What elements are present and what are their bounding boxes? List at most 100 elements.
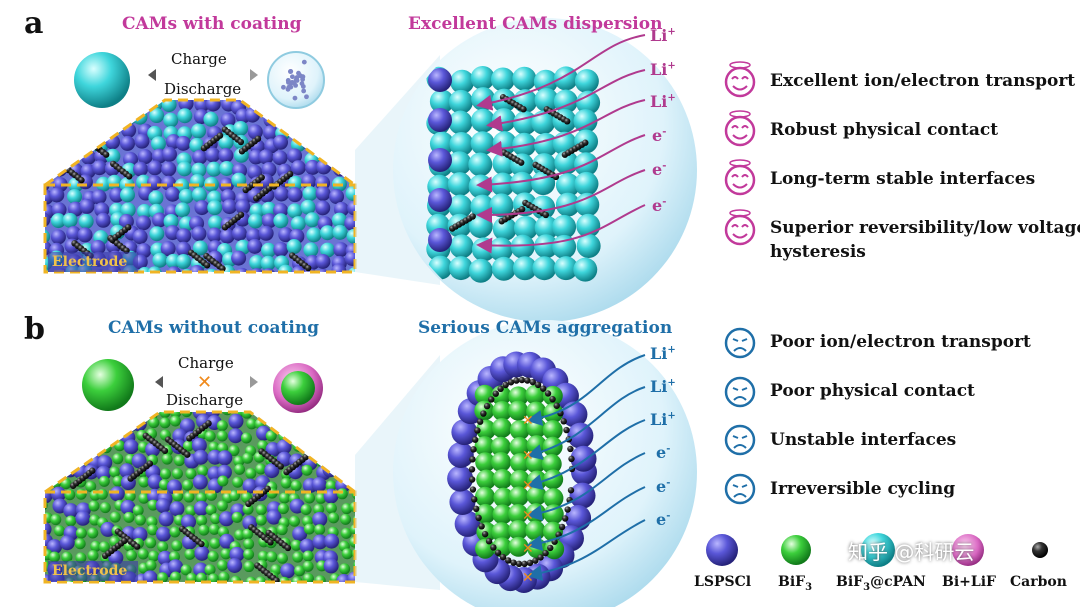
electrode-particle (148, 550, 160, 562)
electrode-particle (67, 201, 83, 217)
electrode-particle (81, 134, 97, 150)
smile-icon (724, 159, 756, 196)
e-path-b-1 (526, 452, 646, 521)
electrode-particle (241, 452, 253, 464)
ion-a-2: Li+ (650, 60, 676, 79)
electrode-particle (191, 187, 207, 203)
electrode-particle (194, 200, 210, 216)
electrode-particle (218, 134, 234, 150)
electrode-particle (109, 511, 121, 523)
panel-a-letter: a (24, 6, 44, 41)
electrode-particle (85, 480, 97, 492)
electrode-particle (332, 224, 348, 240)
electrode-particle (311, 426, 327, 442)
electrode-particle (340, 452, 352, 464)
electrode-particle (192, 240, 208, 256)
electrode-particle (79, 198, 95, 214)
electrode-particle (106, 419, 122, 435)
cam-particle (475, 452, 496, 473)
electrode-particle (217, 475, 229, 487)
cam-particle (491, 256, 516, 281)
carbon-bead (468, 476, 476, 483)
electrode-particle (62, 212, 78, 228)
electrode-particle (67, 188, 83, 204)
electrode-particle (147, 474, 163, 490)
electrode-particle (51, 464, 63, 476)
electrode-particle (148, 190, 164, 206)
electrode-particle (180, 564, 192, 576)
cam-particle (508, 386, 529, 407)
carbon-chain (90, 142, 98, 149)
electrode-particle (217, 559, 229, 571)
electrode-particle (222, 199, 238, 215)
electrode-particle (216, 430, 228, 442)
electrode-particle (249, 268, 265, 272)
cam-particle (509, 469, 530, 490)
electrode-particle (123, 439, 139, 455)
ion-a-3: Li+ (650, 92, 676, 111)
electrode-particle (178, 188, 194, 204)
svg-text:✕: ✕ (522, 570, 534, 586)
electrode-particle (50, 149, 66, 165)
electrode-particle (175, 202, 191, 218)
electrode-particle (303, 523, 315, 535)
electrode-particle (67, 137, 83, 153)
cam-particle (447, 172, 472, 197)
cam-particle (449, 234, 474, 259)
electrode-particle (320, 100, 336, 112)
electrode-particle (312, 534, 328, 550)
cam-particle (491, 385, 512, 406)
electrode-particle (45, 462, 52, 478)
cam-particle (541, 453, 562, 474)
electrode-particle (74, 412, 90, 422)
electrode-particle (345, 100, 355, 113)
electrode-particle (105, 109, 121, 125)
electrode-particle (231, 250, 247, 266)
carbon-chain (121, 537, 128, 545)
ion-paths-b (526, 354, 646, 581)
electrode-particle (258, 149, 274, 165)
carbon-bead (544, 390, 552, 397)
electrode-particle (109, 466, 121, 478)
electrode-particle (316, 420, 328, 432)
coating-dot (304, 94, 309, 100)
electrode-particle (318, 412, 330, 419)
e-path-a-2 (476, 169, 646, 223)
electrode-particle (124, 490, 136, 502)
carbon-bead (472, 505, 480, 513)
electrode-particle (52, 122, 68, 138)
electrode-particle (152, 212, 168, 228)
electrode-particle (147, 266, 163, 272)
electrode-particle (339, 431, 351, 443)
carbon-chain (100, 135, 107, 142)
electrode-particle (334, 151, 350, 167)
electrode-particle (170, 412, 182, 419)
electrode-particle (219, 161, 235, 177)
lspscl-particle (428, 148, 452, 172)
electrode-particle (240, 432, 252, 444)
feature-b-3: Unstable interfaces (770, 430, 957, 450)
cam-particle (532, 256, 557, 281)
svg-text:✕: ✕ (522, 478, 534, 494)
carbon-chain (125, 224, 132, 231)
charge-blocked-x-icon: ✕ (197, 372, 212, 393)
electrode-particle (304, 492, 316, 504)
feature-a-3: Long-term stable interfaces (770, 169, 1036, 189)
cam-particle (490, 436, 511, 457)
cam-particle (450, 69, 475, 94)
e-path-b-2 (526, 486, 646, 551)
cam-uncoated-particle (82, 359, 134, 411)
electrode-particle (49, 137, 65, 153)
electrode-particle (273, 186, 289, 202)
electrode-particle (119, 187, 135, 203)
carbon-bead (547, 544, 554, 552)
electrode-particle (243, 548, 255, 560)
coating-dot (289, 74, 295, 80)
electrode-particle (315, 455, 327, 467)
electrode-particle (75, 527, 87, 539)
electrode-particle (80, 149, 96, 165)
electrode-particle (331, 122, 347, 138)
cam-particle (555, 173, 580, 198)
carbon-chain (267, 539, 274, 546)
panel-a-left-title: CAMs with coating (122, 14, 302, 34)
